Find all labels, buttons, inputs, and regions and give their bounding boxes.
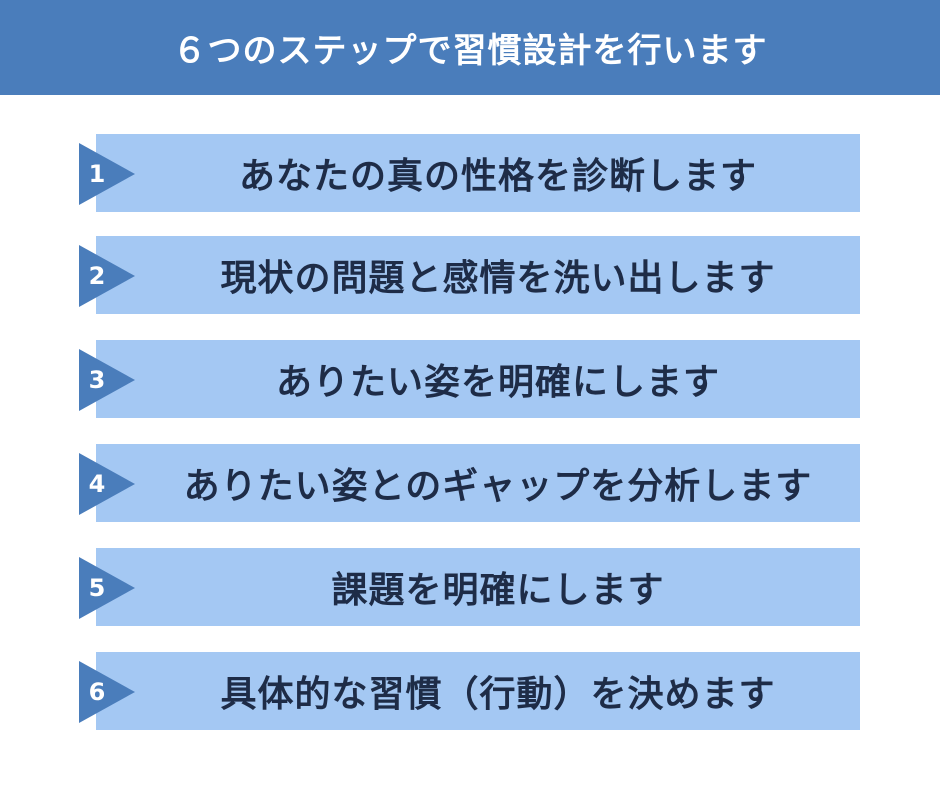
step-row: 課題を明確にします <box>96 548 860 626</box>
triangle-arrow-icon <box>79 661 135 723</box>
step-row: 具体的な習慣（行動）を決めます <box>96 652 860 730</box>
step-arrow-marker: 3 <box>79 349 135 411</box>
triangle-arrow-icon <box>79 453 135 515</box>
step-row: あなたの真の性格を診断します <box>96 134 860 212</box>
triangle-arrow-icon <box>79 349 135 411</box>
step-label: ありたい姿とのギャップを分析します <box>183 466 813 507</box>
triangle-arrow-icon <box>79 245 135 307</box>
step-label: 具体的な習慣（行動）を決めます <box>220 674 776 715</box>
step-number: 6 <box>88 678 106 706</box>
step-row: ありたい姿とのギャップを分析します <box>96 444 860 522</box>
step-arrow-marker: 1 <box>79 143 135 205</box>
step-number: 2 <box>88 262 106 290</box>
step-number: 4 <box>88 470 106 498</box>
step-row: ありたい姿を明確にします <box>96 340 860 418</box>
step-arrow-marker: 5 <box>79 557 135 619</box>
header-banner: ６つのステップで習慣設計を行います <box>0 0 940 95</box>
page-title: ６つのステップで習慣設計を行います <box>172 31 768 71</box>
step-number: 3 <box>88 366 106 394</box>
step-number: 1 <box>88 160 106 188</box>
step-arrow-marker: 4 <box>79 453 135 515</box>
triangle-arrow-icon <box>79 557 135 619</box>
step-label: 課題を明確にします <box>331 570 665 611</box>
step-label: 現状の問題と感情を洗い出します <box>220 258 776 299</box>
step-row: 現状の問題と感情を洗い出します <box>96 236 860 314</box>
step-arrow-marker: 2 <box>79 245 135 307</box>
step-arrow-marker: 6 <box>79 661 135 723</box>
step-number: 5 <box>88 574 106 602</box>
triangle-arrow-icon <box>79 143 135 205</box>
step-label: あなたの真の性格を診断します <box>238 156 757 197</box>
step-label: ありたい姿を明確にします <box>275 362 720 403</box>
